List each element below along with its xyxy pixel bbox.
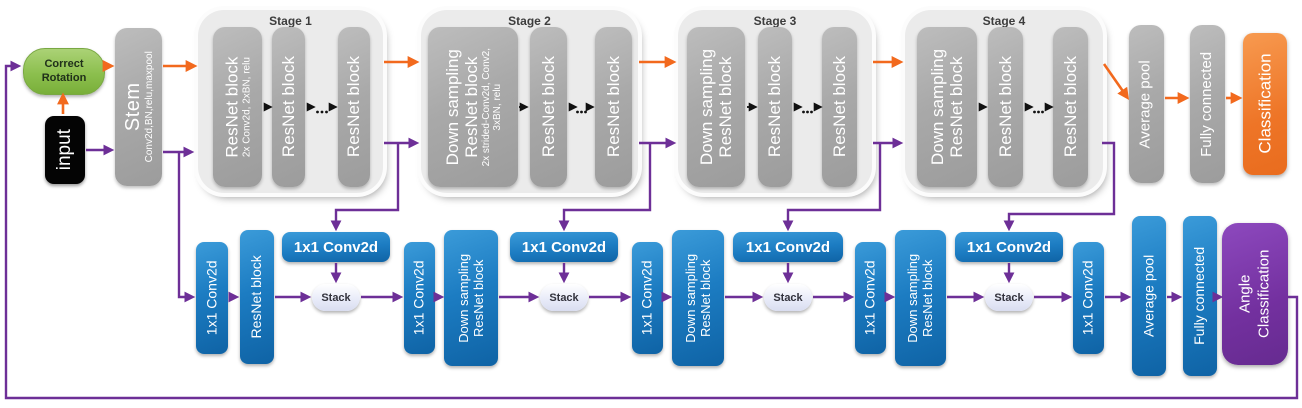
stage1-resnet-block-3: ResNet block	[338, 27, 370, 187]
angle-classification-output-block: Angle Classification	[1222, 223, 1288, 365]
angle-resnet-block: ResNet block	[240, 230, 274, 364]
block-label: ResNet block	[698, 259, 713, 337]
stack-node-1: Stack	[312, 284, 360, 311]
block-label: ResNet block	[471, 259, 486, 337]
correct-rotation-label-line1: Correct	[44, 57, 84, 70]
block-label: ResNet block	[829, 56, 849, 158]
lateral-conv1x1-2: 1x1 Conv2d	[510, 232, 618, 262]
stage-title: Stage 1	[269, 14, 312, 28]
block-label: ResNet block	[920, 259, 936, 337]
angle-fully-connected: Fully connected	[1183, 216, 1217, 376]
block-label: ResNet block	[278, 56, 298, 158]
stem-subtitle: Conv2d,BN,relu,maxpool	[144, 51, 156, 163]
stack-label: Stack	[994, 291, 1024, 304]
block-label: 1x1 Conv2d	[1079, 260, 1096, 336]
classification-output-block: Classification	[1243, 33, 1287, 175]
block-label: ResNet block	[995, 56, 1015, 158]
input-box: input	[45, 116, 85, 184]
block-label: ResNet block	[538, 56, 558, 158]
stage1-resnet-block-2: ResNet block	[272, 27, 305, 187]
stage-2-container: Stage 2 Down sampling ResNet block 2x st…	[421, 10, 638, 193]
block-label: ResNet block	[1060, 56, 1080, 158]
block-sublabel: 2x strided-Conv2d, Conv2,	[480, 47, 492, 167]
stack-label: Stack	[549, 291, 579, 304]
block-label: Down sampling	[905, 253, 921, 343]
stage4-resnet-block-2: ResNet block	[988, 27, 1023, 187]
angle-conv1x1-1: 1x1 Conv2d	[196, 242, 228, 354]
stack-label: Stack	[321, 291, 351, 304]
angle-conv1x1-3: 1x1 Conv2d	[632, 242, 663, 354]
block-label: 1x1 Conv2d	[521, 238, 607, 256]
block-label: Down sampling	[455, 253, 471, 343]
lateral-conv1x1-3: 1x1 Conv2d	[733, 232, 843, 262]
angle-average-pool: Average pool	[1132, 216, 1166, 376]
stack-node-3: Stack	[764, 284, 812, 311]
block-label: Down sampling	[682, 253, 698, 343]
block-label: Average pool	[1137, 59, 1155, 149]
block-label: ResNet block	[461, 56, 481, 158]
stage3-resnet-block-3: ResNet block	[822, 27, 857, 187]
stage2-downsampling-block: Down sampling ResNet block 2x strided-Co…	[428, 27, 518, 187]
block-label: Down sampling	[442, 48, 462, 166]
block-label: 1x1 Conv2d	[638, 260, 655, 336]
stage-4-container: Stage 4 Down sampling ResNet block ResNe…	[905, 10, 1103, 193]
angle-conv1x1-5: 1x1 Conv2d	[1073, 242, 1104, 354]
stem-title: Stem	[121, 82, 144, 132]
block-label: 1x1 Conv2d	[966, 238, 1052, 256]
stage-title: Stage 3	[753, 14, 797, 28]
block-label: ResNet block	[716, 56, 736, 158]
block-label: 1x1 Conv2d	[410, 260, 427, 336]
block-label: ResNet block	[947, 56, 967, 158]
stack-node-4: Stack	[985, 284, 1033, 311]
angle-output-label: Classification	[1255, 249, 1272, 339]
block-sublabel: 2x Conv2d, 2xBN, relu	[241, 56, 253, 158]
stage3-downsampling-block: Down sampling ResNet block	[687, 27, 745, 187]
block-label: Down sampling	[927, 48, 947, 166]
stage2-resnet-block-2: ResNet block	[530, 27, 567, 187]
stage2-resnet-block-3: ResNet block	[595, 27, 632, 187]
angle-downsampling-2: Down sampling ResNet block	[672, 230, 724, 366]
block-label: 1x1 Conv2d	[203, 260, 220, 336]
block-label: ResNet block	[222, 56, 242, 158]
input-label: input	[54, 129, 76, 171]
correct-rotation-box: Correct Rotation	[23, 48, 105, 95]
block-label: Fully connected	[1198, 51, 1216, 157]
stage-1-container: Stage 1 ResNet block 2x Conv2d, 2xBN, re…	[198, 10, 383, 193]
block-label: Down sampling	[696, 48, 716, 166]
angle-conv1x1-2: 1x1 Conv2d	[404, 242, 435, 354]
block-label: 1x1 Conv2d	[861, 260, 878, 336]
stack-label: Stack	[773, 291, 803, 304]
lateral-conv1x1-4: 1x1 Conv2d	[955, 232, 1063, 262]
average-pool-block: Average pool	[1129, 25, 1164, 183]
stem-block: Stem Conv2d,BN,relu,maxpool	[115, 28, 162, 186]
block-label: 1x1 Conv2d	[745, 238, 831, 256]
lateral-conv1x1-1: 1x1 Conv2d	[282, 232, 390, 262]
block-label: ResNet block	[603, 56, 623, 158]
stack-node-2: Stack	[540, 284, 588, 311]
block-label: ResNet block	[344, 56, 364, 158]
block-label: 1x1 Conv2d	[293, 238, 379, 256]
stage-title: Stage 4	[982, 14, 1026, 28]
block-label: Fully connected	[1191, 246, 1208, 346]
angle-downsampling-3: Down sampling ResNet block	[895, 230, 946, 366]
stage1-resnet-block-1: ResNet block 2x Conv2d, 2xBN, relu	[213, 27, 262, 187]
stage-title: Stage 2	[508, 14, 551, 28]
stage4-downsampling-block: Down sampling ResNet block	[917, 27, 977, 187]
stage-3-container: Stage 3 Down sampling ResNet block ResNe…	[678, 10, 872, 193]
angle-conv1x1-4: 1x1 Conv2d	[855, 242, 886, 354]
stage4-resnet-block-3: ResNet block	[1053, 27, 1088, 187]
stage3-resnet-block-2: ResNet block	[758, 27, 792, 187]
correct-rotation-label-line2: Rotation	[41, 71, 87, 84]
block-label: ResNet block	[248, 255, 265, 339]
angle-output-label: Angle	[1236, 274, 1254, 314]
block-sublabel: 3xBN, relu	[492, 83, 504, 131]
block-label: Average pool	[1140, 254, 1157, 338]
classification-label: Classification	[1255, 53, 1275, 155]
angle-downsampling-1: Down sampling ResNet block	[444, 230, 498, 366]
fully-connected-block: Fully connected	[1190, 25, 1225, 183]
block-label: ResNet block	[765, 56, 785, 158]
